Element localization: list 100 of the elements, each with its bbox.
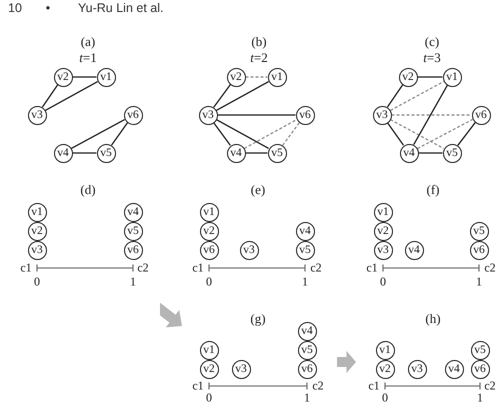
- vertex-circle: v3: [28, 106, 46, 124]
- tick-label: 1: [302, 275, 308, 289]
- dashed-edge-line: [282, 122, 300, 146]
- edge-line: [386, 122, 404, 146]
- axis-end-label: c1: [192, 261, 204, 275]
- tick-label: 0: [34, 275, 40, 289]
- vertex-circle: v4: [444, 360, 464, 378]
- axis-end-label: c1: [366, 261, 378, 275]
- block-arrow: [337, 351, 356, 373]
- edge-line: [71, 118, 125, 150]
- vertex-circle: v1: [376, 340, 394, 360]
- tick-label: 1: [304, 391, 310, 405]
- vertex-circle: v4: [404, 240, 424, 260]
- vertex-circle: v5: [442, 144, 462, 162]
- vertex-circle: v2: [398, 68, 418, 86]
- axis-end-label: c2: [312, 379, 324, 393]
- vertex-circle: v6: [200, 240, 218, 260]
- vertex-circle: v1: [268, 68, 286, 86]
- author-line: Yu-Ru Lin et al.: [78, 2, 164, 16]
- vertex-circle: v1: [28, 202, 46, 222]
- edge-line: [213, 122, 231, 146]
- time-step-label: t=2: [250, 50, 268, 66]
- vertex-circle: v4: [54, 144, 72, 162]
- vertex-circle: v3: [408, 360, 426, 378]
- vertex-circle: v6: [472, 106, 490, 124]
- vertex-circle: v5: [470, 222, 488, 240]
- vertex-circle: v2: [376, 360, 394, 378]
- dashed-edge-line: [392, 114, 472, 116]
- tick-label: 0: [382, 391, 388, 405]
- edge-line: [413, 84, 448, 146]
- tick-label: 1: [477, 391, 483, 405]
- edge-line: [42, 84, 58, 108]
- vertex-circle: v3: [374, 240, 392, 260]
- panel-label: (f): [426, 182, 440, 198]
- panel-label: (b): [251, 34, 267, 50]
- vertex-circle: v5: [124, 222, 142, 240]
- vertex-circle: v4: [124, 202, 142, 222]
- axis-end-label: c2: [484, 261, 496, 275]
- vertex-circle: v4: [226, 144, 246, 162]
- vertex-circle: v3: [232, 360, 250, 378]
- edge-line: [418, 152, 442, 154]
- edge-line: [216, 81, 269, 111]
- axis-end-label: c2: [137, 261, 149, 275]
- vertex-circle: v1: [200, 340, 218, 360]
- vertex-circle: v5: [268, 144, 286, 162]
- tick-label: 0: [380, 275, 386, 289]
- vertex-circle: v1: [200, 202, 218, 222]
- dashed-edge-line: [244, 119, 297, 149]
- vertex-circle: v4: [298, 322, 316, 340]
- panel-label: (c): [424, 34, 440, 50]
- axis-end-label: c1: [20, 261, 32, 275]
- vertex-circle: v3: [198, 106, 218, 124]
- panel-label: (a): [80, 34, 96, 50]
- edge-line: [418, 76, 442, 78]
- vertex-circle: v1: [374, 202, 392, 222]
- time-step-label: t=3: [423, 50, 441, 66]
- edge-line: [246, 152, 268, 154]
- vertex-circle: v2: [54, 68, 72, 86]
- tick-label: 0: [206, 391, 212, 405]
- edge-line: [216, 119, 269, 149]
- edge-line: [386, 84, 404, 108]
- vertex-circle: v2: [200, 222, 218, 240]
- edge-line: [72, 152, 96, 154]
- vertex-circle: v2: [374, 222, 392, 240]
- axis-end-label: c2: [310, 261, 322, 275]
- tick-label: 1: [130, 275, 136, 289]
- bullet-separator: •: [46, 2, 50, 16]
- vertex-circle: v5: [96, 144, 116, 162]
- edge-line: [110, 122, 128, 146]
- time-step-label: t=1: [79, 50, 97, 66]
- vertex-circle: v2: [226, 68, 246, 86]
- vertex-circle: v4: [296, 222, 314, 240]
- edge-line: [457, 122, 476, 146]
- panel-label: (d): [80, 182, 96, 198]
- dashed-edge-line: [390, 119, 444, 149]
- vertex-circle: v5: [298, 340, 316, 360]
- edge-line: [213, 84, 231, 108]
- vertex-circle: v1: [96, 68, 116, 86]
- dashed-edge-line: [246, 76, 268, 78]
- dashed-edge-line: [417, 118, 473, 150]
- vertex-circle: v2: [200, 360, 218, 378]
- block-arrow: [160, 302, 182, 328]
- axis-end-label: c1: [192, 379, 204, 393]
- vertex-circle: v4: [400, 144, 418, 162]
- vertex-circle: v6: [470, 360, 490, 378]
- edge-line: [45, 81, 98, 111]
- panel-label: (h): [425, 312, 441, 326]
- panel-label: (e): [250, 182, 266, 198]
- page-number: 10: [8, 2, 22, 16]
- vertex-circle: v2: [28, 222, 46, 240]
- vertex-circle: v3: [28, 240, 46, 260]
- edge-line: [72, 76, 96, 78]
- axis-end-label: c1: [368, 379, 380, 393]
- vertex-circle: v6: [298, 360, 316, 378]
- vertex-circle: v1: [442, 68, 462, 86]
- vertex-circle: v6: [124, 106, 142, 124]
- vertex-circle: v6: [124, 240, 142, 260]
- edge-line: [218, 114, 296, 116]
- vertex-circle: v3: [240, 240, 258, 260]
- vertex-circle: v6: [470, 240, 488, 260]
